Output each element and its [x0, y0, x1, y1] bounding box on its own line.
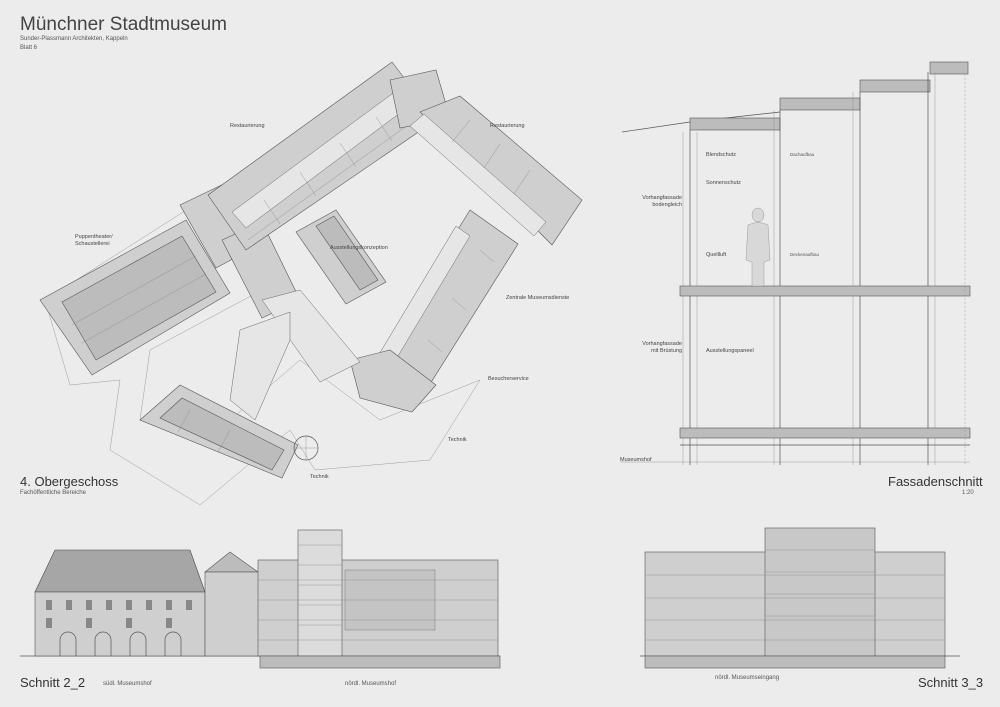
page-title: Münchner Stadtmuseum: [20, 14, 227, 35]
label-dachaufbau: Dachaufbau: [790, 152, 815, 157]
label-besucherservice: Besucherservice: [488, 376, 529, 382]
section-2-2-label-left: südl. Museumshof: [103, 681, 152, 687]
sheet-number: Blatt 6: [20, 45, 38, 51]
label-vorhangfassade-bodengleich: Vorhangfassade bodengleich: [642, 195, 682, 208]
section-2-2-label-right: nördl. Museumshof: [345, 681, 397, 687]
facade-section-drawing: [620, 61, 971, 465]
facade-section-scale: 1:20: [962, 490, 974, 496]
label-zentrale-museumsdienste: Zentrale Museumsdienste: [506, 295, 570, 301]
label-sonnenschutz: Sonnenschutz: [706, 180, 741, 186]
label-deckenaufbau: Deckenaufbau: [790, 252, 820, 257]
label-blendschutz: Blendschutz: [706, 152, 736, 158]
section-3-3-label: nördl. Museumseingang: [715, 675, 780, 681]
floor-plan-drawing: [39, 61, 583, 506]
section-2-2-title: Schnitt 2_2: [20, 675, 86, 690]
section-3-3-drawing: [640, 527, 960, 669]
label-restaurierung-left: Restaurierung: [230, 123, 265, 129]
label-quellluft: Quellluft: [706, 252, 727, 258]
label-technik-right: Technik: [448, 437, 467, 443]
label-ausstellungspaneel: Ausstellungspaneel: [706, 348, 754, 354]
label-restaurierung-right: Restaurierung: [490, 123, 525, 129]
section-3-3-title: Schnitt 3_3: [918, 675, 984, 690]
facade-section-title: Fassadenschnitt: [888, 474, 983, 489]
label-vorhangfassade-bruestung: Vorhangfassade mit Brüstung: [642, 341, 682, 354]
label-puppentheater: Puppentheater/ Schaustellerei: [75, 234, 113, 247]
label-museumshof: Museumshof: [620, 457, 652, 463]
section-2-2-drawing: [20, 529, 501, 669]
label-technik-bottom: Technik: [310, 474, 329, 480]
floor-plan-subtitle: Fachöffentliche Bereiche: [20, 490, 86, 496]
floor-plan-title: 4. Obergeschoss: [20, 474, 119, 489]
label-ausstellungskonzeption: Ausstellungskonzeption: [330, 245, 388, 251]
architect-line: Sunder-Plassmann Architekten, Kappeln: [20, 36, 128, 42]
